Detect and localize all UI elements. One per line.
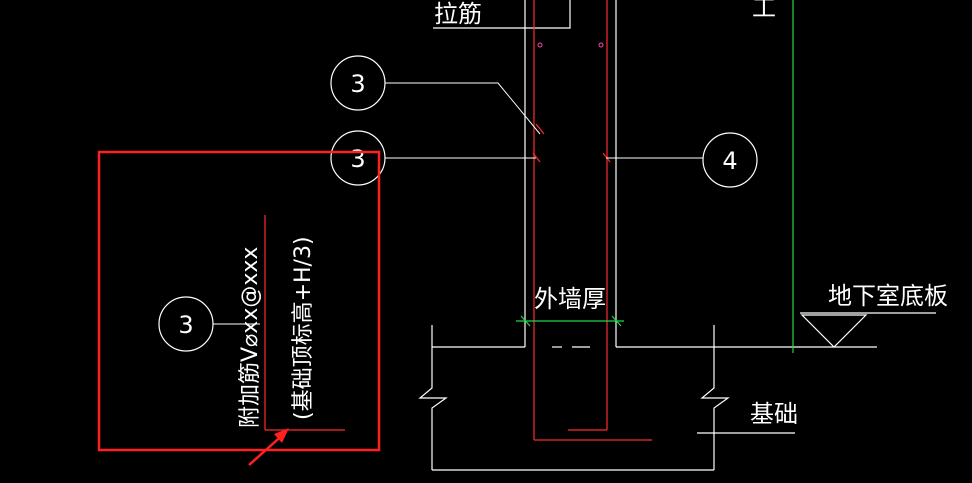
basement-slab-label: 地下室底板 <box>828 282 948 310</box>
foundation-label: 基础 <box>750 400 798 428</box>
right-break-line <box>700 325 730 470</box>
callout-boxed-number: 3 <box>178 311 193 339</box>
rebar-marker-right <box>598 42 604 48</box>
callout-upper-leader <box>385 82 541 135</box>
dim-tick-right <box>611 315 622 327</box>
rebar-tick-left <box>532 152 541 163</box>
callout-upper: 3 <box>330 55 541 135</box>
slab-level-triangle <box>800 314 868 348</box>
slab-lines <box>418 312 936 471</box>
callout-middle-number: 3 <box>350 145 365 173</box>
callout-right: 4 <box>606 132 758 188</box>
dimension-lines <box>516 0 794 353</box>
additional-rebar-label: 附加筋V⌀xx@xxx <box>238 247 263 428</box>
callout-right-circle <box>702 132 758 188</box>
callout-middle: 3 <box>330 130 536 186</box>
wall-rebar <box>532 0 652 441</box>
callout-upper-number: 3 <box>350 70 365 98</box>
rebar-tick-upper <box>535 123 545 135</box>
highlight-detail: 3 附加筋V⌀xx@xxx (基础顶标高+H/3) <box>97 150 381 466</box>
tie-bar-label: 拉筋 <box>434 0 482 28</box>
pointer-arrow-head <box>274 428 289 443</box>
foundation-top-note: (基础顶标高+H/3) <box>291 236 316 420</box>
highlight-box <box>97 150 381 452</box>
dim-tick-left <box>520 315 531 327</box>
top-right-fragment: 工 <box>752 0 776 22</box>
wall-thickness-label: 外墙厚 <box>534 285 606 313</box>
tie-bar-leader-box <box>433 0 571 29</box>
wall-outline <box>433 0 617 347</box>
left-break-line <box>418 325 448 470</box>
callout-right-number: 4 <box>722 147 737 175</box>
rebar-marker-left <box>537 42 543 48</box>
